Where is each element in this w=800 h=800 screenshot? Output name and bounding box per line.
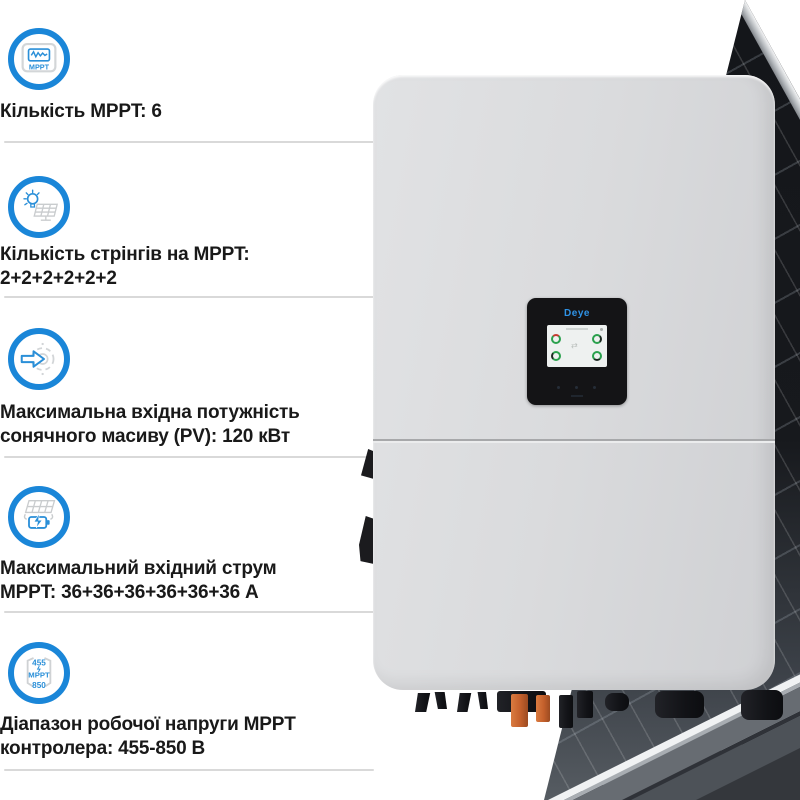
pv-gauge-icon [551, 334, 561, 344]
hybrid-inverter: Deye ⇄ [373, 75, 775, 690]
feature-line: сонячного масиву (PV): 120 кВт [0, 426, 290, 447]
feature-text: Діапазон робочої напруги MPPT контролера… [0, 713, 368, 761]
feature-item-strings [8, 176, 376, 238]
mc4-connector-black [559, 695, 573, 728]
feature-text: Максимальний вхідний струм MPPT: 36+36+3… [0, 557, 368, 605]
mc4-connector-orange [511, 694, 528, 727]
feature-text: Максимальна вхідна потужність сонячного … [0, 401, 368, 449]
svg-text:MPPT: MPPT [29, 62, 50, 71]
inverter-display-panel: Deye ⇄ [527, 298, 627, 405]
brand-logo: Deye [564, 308, 590, 319]
feature-line: Максимальна вхідна потужність [0, 402, 300, 423]
feature-line: MPPT: 36+36+36+36+36+36 А [0, 582, 259, 603]
mc4-connector-orange [536, 695, 550, 722]
feature-line: 2+2+2+2+2+2 [0, 268, 117, 289]
feature-item-voltage-range: 455 MPPT 850 [8, 642, 376, 704]
inverter-seam-line [373, 439, 775, 441]
screen-title-bar [566, 328, 588, 330]
ac-connector [741, 690, 783, 720]
dc-connector [434, 692, 447, 709]
touch-button [557, 386, 560, 389]
max-pv-power-icon [8, 328, 70, 390]
strings-per-mppt-icon [8, 176, 70, 238]
arrow-gear-icon [20, 342, 55, 376]
battery-gauge-icon [551, 351, 561, 361]
feature-line: Діапазон робочої напруги MPPT [0, 714, 296, 735]
touch-button [575, 386, 578, 389]
bulb-solar-icon [23, 189, 59, 221]
divider [4, 769, 374, 771]
grid-gauge-icon [592, 334, 602, 344]
feature-line: контролера: 455-850 В [0, 738, 206, 759]
screen-status-dot [600, 328, 603, 331]
load-gauge-icon [592, 351, 602, 361]
mppt-display-icon: MPPT [21, 42, 57, 72]
dc-connector [415, 693, 431, 712]
divider [4, 456, 374, 458]
inverter-seam-highlight [373, 441, 775, 443]
svg-text:MPPT: MPPT [28, 671, 50, 680]
ac-connector [655, 691, 704, 718]
dc-connector [477, 692, 488, 709]
divider [4, 611, 374, 613]
max-input-current-icon [8, 486, 70, 548]
feature-text: Кількість стрінгів на MPPT: 2+2+2+2+2+2 [0, 243, 368, 291]
lcd-screen: ⇄ [547, 325, 607, 367]
voltage-range-icon: 455 MPPT 850 [26, 657, 52, 690]
svg-text:455: 455 [32, 658, 46, 667]
cable-gland [605, 693, 629, 711]
dc-connector [457, 693, 472, 712]
feature-item-max-pv-power [8, 328, 376, 390]
divider [4, 141, 374, 143]
mc4-connector-black [577, 691, 593, 718]
mppt-count-icon: MPPT [8, 28, 70, 90]
feature-item-mppt-count: MPPT [8, 28, 376, 90]
mppt-voltage-range-icon: 455 MPPT 850 [8, 642, 70, 704]
feature-line: Кількість стрінгів на MPPT: [0, 244, 250, 265]
divider [4, 296, 374, 298]
svg-text:850: 850 [32, 681, 46, 690]
energy-flow-icon: ⇄ [571, 341, 578, 350]
feature-item-max-input-current [8, 486, 376, 548]
touch-button [593, 386, 596, 389]
touch-home-bar [571, 395, 583, 397]
feature-line: Максимальний вхідний струм [0, 558, 277, 579]
solar-battery-icon [23, 499, 56, 529]
feature-line: Кількість MPPT: 6 [0, 101, 162, 122]
feature-text: Кількість MPPT: 6 [0, 100, 368, 124]
